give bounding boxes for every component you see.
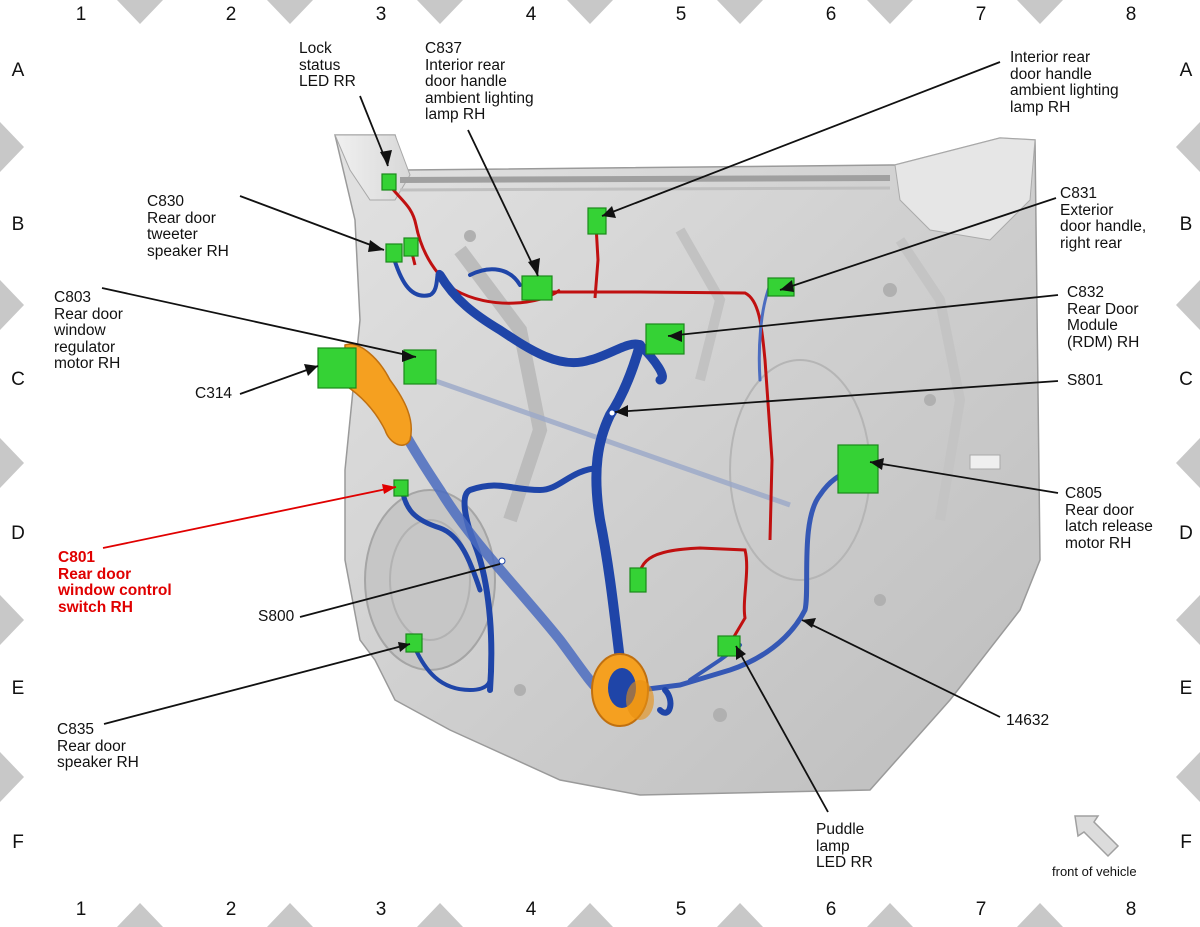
label-c805: C805 Rear door latch release motor RH [1065,485,1153,552]
door-panel [334,134,1041,796]
grid-col-bottom-5: 5 [675,899,687,920]
front-of-vehicle-label: front of vehicle [1052,864,1137,879]
splice-s801 [608,409,616,417]
grid-row-left-a: A [11,60,25,81]
grid-row-right-e: E [1179,678,1193,699]
label-c801: C801 Rear door window control switch RH [58,549,172,616]
connector-c831 [767,277,795,297]
grid-row-right-c: C [1179,369,1193,390]
connector-c805 [837,444,879,494]
splice-s800 [498,557,506,565]
arrowheads [304,150,884,660]
connector-c835 [405,633,423,653]
grid-row-left-d: D [11,523,25,544]
connector-lock-status [381,173,397,191]
grid-col-top-3: 3 [375,4,387,25]
connector-c830 [385,243,403,263]
red-wires [386,182,774,641]
grid-col-bottom-2: 2 [225,899,237,920]
label-c837: C837 Interior rear door handle ambient l… [425,40,534,123]
grid-col-top-4: 4 [525,4,537,25]
grid-col-top-5: 5 [675,4,687,25]
label-c831: C831 Exterior door handle, right rear [1060,185,1147,252]
label-lock-status: Lock status LED RR [299,40,356,90]
leader-line-c801 [102,486,397,549]
grid-row-right-a: A [1179,60,1193,81]
label-s800: S800 [258,608,295,625]
label-s801: S801 [1067,372,1104,389]
label-c803: C803 Rear door window regulator motor RH [54,289,123,372]
grid-row-left-b: B [11,214,25,235]
grid-row-right-b: B [1179,214,1193,235]
grid-col-top-1: 1 [75,4,87,25]
grid-col-top-6: 6 [825,4,837,25]
grid-col-top-8: 8 [1125,4,1137,25]
connector-interior-handle [587,207,607,235]
grid-row-left-f: F [12,832,24,853]
grid-col-bottom-3: 3 [375,899,387,920]
grid-col-bottom-8: 8 [1125,899,1137,920]
grid-col-bottom-7: 7 [975,899,987,920]
connector-puddle [717,635,741,657]
grid-col-bottom-4: 4 [525,899,537,920]
grid-col-bottom-1: 1 [75,899,87,920]
label-interior-handle-lamp: Interior rear door handle ambient lighti… [1010,49,1119,116]
grid-col-bottom-6: 6 [825,899,837,920]
label-c832: C832 Rear Door Module (RDM) RH [1067,284,1140,351]
grid-row-left-c: C [11,369,25,390]
grid-row-right-f: F [1180,832,1192,853]
connector-c801 [393,479,409,497]
connector-c314 [317,347,357,389]
grid-row-right-d: D [1179,523,1193,544]
label-c830: C830 Rear door tweeter speaker RH [147,193,229,260]
label-c835: C835 Rear door speaker RH [57,721,139,771]
grid-col-top-2: 2 [225,4,237,25]
label-puddle-lamp: Puddle lamp LED RR [816,821,873,871]
label-c314: C314 [195,385,233,402]
front-arrow-icon [1074,815,1120,858]
grid-row-left-e: E [11,678,25,699]
splices [498,409,616,565]
label-14632: 14632 [1006,712,1050,729]
arrowhead-c801 [382,484,396,494]
leader-lines [101,61,1059,813]
connector-c837 [521,275,553,301]
grid-col-top-7: 7 [975,4,987,25]
grommets [344,343,654,727]
